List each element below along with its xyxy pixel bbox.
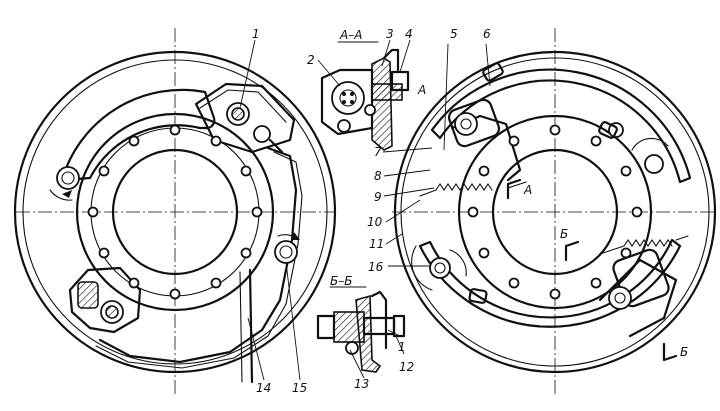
label-9: 9 xyxy=(374,190,382,204)
section-b-mark-bottom-text: Б xyxy=(680,345,688,359)
label-1-bottom: 1 xyxy=(398,340,406,354)
label-3: 3 xyxy=(386,27,394,41)
section-b-mark-inner xyxy=(564,240,580,262)
section-b-mark-inner-text: Б xyxy=(560,227,568,241)
wheel-cylinder-lower xyxy=(77,281,124,324)
lower-boss-outline xyxy=(68,266,142,334)
right-shoe-assembly-view xyxy=(392,28,717,396)
label-6: 6 xyxy=(483,27,491,41)
lower-brake-shoe xyxy=(418,238,682,328)
section-a-mark-top-text: А xyxy=(417,83,426,97)
section-bb-view xyxy=(316,286,406,373)
label-13: 13 xyxy=(354,377,369,391)
upper-brake-shoe xyxy=(430,68,692,184)
adjuster-left xyxy=(49,166,80,201)
eccentric-adjuster-lower xyxy=(411,245,467,291)
label-12: 12 xyxy=(399,360,414,374)
hub-bolt-holes-right xyxy=(467,124,643,300)
return-spring-lower xyxy=(599,235,689,255)
label-2: 2 xyxy=(307,53,315,67)
brake-pipe-upper xyxy=(98,146,298,364)
wheel-cylinder-upper xyxy=(226,102,284,154)
leader-lines xyxy=(239,39,491,381)
hub-opening xyxy=(111,148,239,276)
section-b-mark-bottom xyxy=(662,342,678,362)
left-backing-plate-view xyxy=(13,28,337,396)
drum-outer-rim xyxy=(393,50,717,374)
section-aa-view xyxy=(320,41,410,151)
callout-labels: 1 2 3 4 5 6 7 8 9 10 11 16 1 12 13 14 15… xyxy=(252,27,688,395)
wheel-cylinder-right-lower xyxy=(608,248,670,310)
label-8: 8 xyxy=(374,169,382,183)
section-bb-title: Б–Б xyxy=(330,274,352,288)
label-14: 14 xyxy=(256,381,271,395)
label-4: 4 xyxy=(405,27,413,41)
section-a-mark-inner-text: А xyxy=(523,183,532,197)
backing-plate-inner-rim xyxy=(22,59,328,365)
pipe-riser xyxy=(248,268,254,384)
label-7: 7 xyxy=(374,145,382,159)
wheel-cylinder-right-upper xyxy=(447,98,501,148)
return-spring-upper xyxy=(419,181,527,197)
label-1-top: 1 xyxy=(252,27,260,41)
adjuster-right xyxy=(274,232,300,264)
section-aa-title: А–А xyxy=(339,28,362,42)
label-11: 11 xyxy=(369,237,384,251)
section-a-mark-inner xyxy=(506,178,522,200)
backing-plate-flange-outline xyxy=(60,88,216,182)
label-15: 15 xyxy=(292,381,307,395)
lower-shoe-web xyxy=(598,258,678,338)
shoe-guide-pins xyxy=(468,62,618,304)
hub-opening-right xyxy=(491,148,619,276)
label-5: 5 xyxy=(450,27,458,41)
hub-bolt-holes xyxy=(87,124,263,300)
backing-plate-outer-rim xyxy=(13,50,337,374)
label-16: 16 xyxy=(368,260,384,274)
label-10: 10 xyxy=(367,215,383,229)
